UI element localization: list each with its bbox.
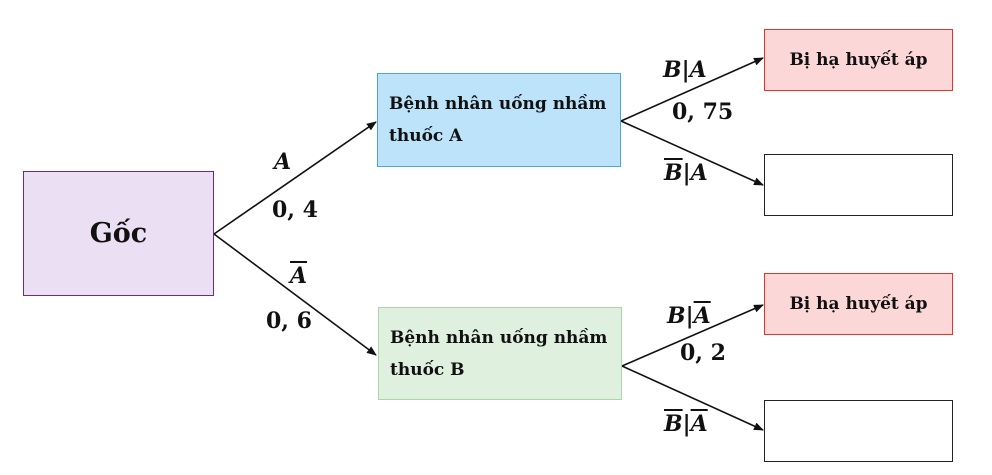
edge-a-to-leaf2 (620, 120, 764, 186)
leaf-3-label: Bị hạ huyết áp (789, 294, 928, 314)
leaf-a-blank (764, 154, 953, 216)
edge-b-to-leaf3 (621, 304, 764, 367)
edge-label-b-given-a: B|A (663, 57, 707, 83)
edge-b-to-leaf4 (621, 365, 764, 431)
edge-label-a: A (274, 149, 292, 175)
edge-a-to-leaf1 (620, 57, 764, 122)
edge-prob-b-given-abar: 0, 2 (680, 340, 726, 366)
node-a-label-line2: thuốc A (389, 126, 463, 146)
edge-root-to-b (213, 233, 377, 356)
root-label: Gốc (89, 218, 148, 249)
edge-label-b-given-abar: B|A (667, 303, 711, 329)
edge-prob-b-given-a: 0, 75 (672, 99, 734, 125)
node-a-label-line1: Bệnh nhân uống nhầm (389, 94, 607, 114)
node-medicine-a: Bệnh nhân uống nhầm thuốc A (377, 73, 621, 167)
node-b-label-line2: thuốc B (390, 359, 465, 380)
leaf-1-label: Bị hạ huyết áp (789, 50, 928, 70)
root-node: Gốc (23, 171, 214, 296)
leaf-b-hypotension: Bị hạ huyết áp (764, 273, 953, 335)
edge-prob-a-complement: 0, 6 (266, 308, 312, 334)
edge-label-a-complement: A (290, 263, 308, 289)
node-medicine-b: Bệnh nhân uống nhầm thuốc B (378, 307, 622, 400)
edge-root-to-a (213, 121, 377, 235)
edge-label-bbar-given-a: B|A (664, 160, 708, 186)
node-b-label-line1: Bệnh nhân uống nhầm (390, 327, 608, 348)
leaf-a-hypotension: Bị hạ huyết áp (764, 29, 953, 91)
edge-label-bbar-given-abar: B|A (664, 411, 708, 437)
leaf-b-blank (764, 400, 953, 462)
edge-prob-a: 0, 4 (272, 197, 318, 223)
